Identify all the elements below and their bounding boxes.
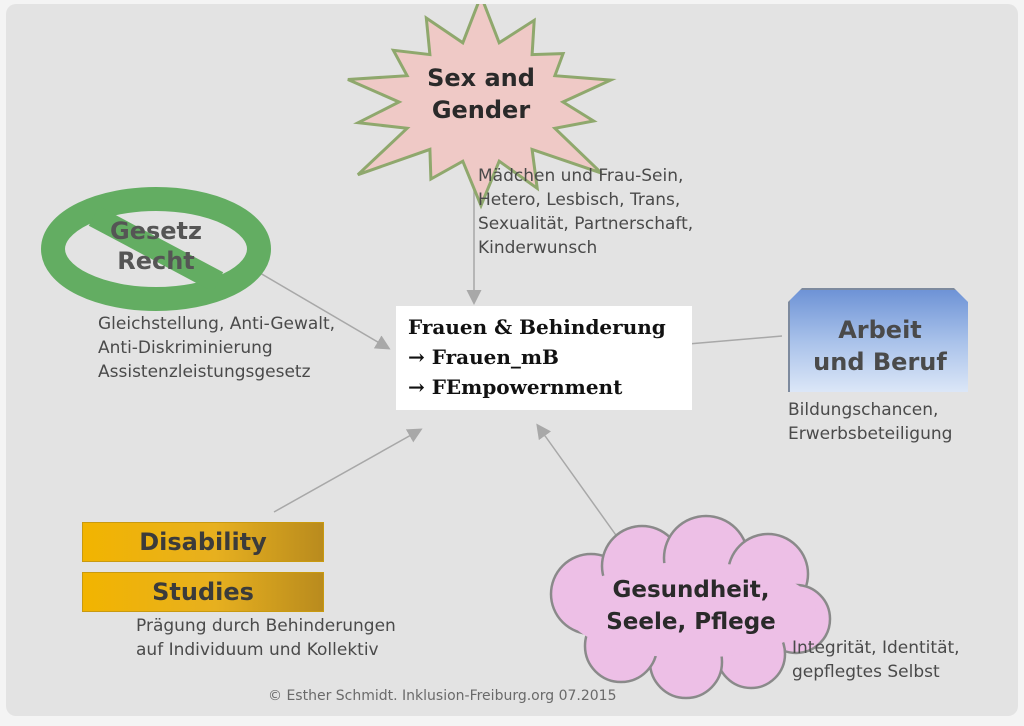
disability-bar: Disability [82,522,324,562]
arbeit-description: Bildungschancen, Erwerbsbeteiligung [788,400,953,444]
arbeit-title: Arbeit und Beruf [790,314,968,378]
connector-gesetz [247,265,391,350]
sex-gender-star [347,4,617,210]
sex-gender-title: Sex and Gender [396,62,566,126]
arbeit-title-line1: Arbeit [838,316,922,344]
sex-gender-title-line2: Gender [431,96,531,124]
center-line-3: → FEmpowernment [408,375,623,399]
arbeit-title-line2: und Beruf [813,348,947,376]
copyright-footer: © Esther Schmidt. Inklusion-Freiburg.org… [268,688,617,704]
studies-bar: Studies [82,572,324,612]
connector-arbeit [687,335,783,345]
gesundheit-title-line2: Seele, Pflege [606,609,776,635]
diagram-canvas: Frauen & Behinderung → Frauen_mB → FEmpo… [6,4,1018,716]
connector-disability [273,428,423,513]
gesetz-title-line1: Gesetz [110,217,202,245]
center-line-2: → Frauen_mB [408,345,559,369]
disability-bar-label: Disability [139,528,267,556]
center-line-1: Frauen & Behinderung [408,315,666,339]
gesundheit-title: Gesundheit, Seele, Pflege [566,574,816,638]
gesetz-title: Gesetz Recht [86,216,226,276]
arbeit-box: Arbeit und Beruf [788,288,968,392]
gesundheit-description: Integrität, Identität, gepflegtes Selbst [792,638,960,682]
gesundheit-title-line1: Gesundheit, [612,577,770,603]
connector-gesundheit [536,423,619,539]
center-topic-box: Frauen & Behinderung → Frauen_mB → FEmpo… [396,306,692,410]
studies-bar-label: Studies [152,578,254,606]
gesetz-description: Gleichstellung, Anti-Gewalt, Anti-Diskri… [98,314,336,382]
sex-gender-title-line1: Sex and [427,64,535,92]
gesetz-title-line2: Recht [117,247,195,275]
diagram-shapes [41,4,832,700]
gesetz-no-sign-icon [41,187,271,311]
gesundheit-cloud [549,514,832,700]
disability-description: Prägung durch Behinderungen auf Individu… [136,616,396,660]
sex-gender-description: Mädchen und Frau-Sein, Hetero, Lesbisch,… [478,166,694,258]
